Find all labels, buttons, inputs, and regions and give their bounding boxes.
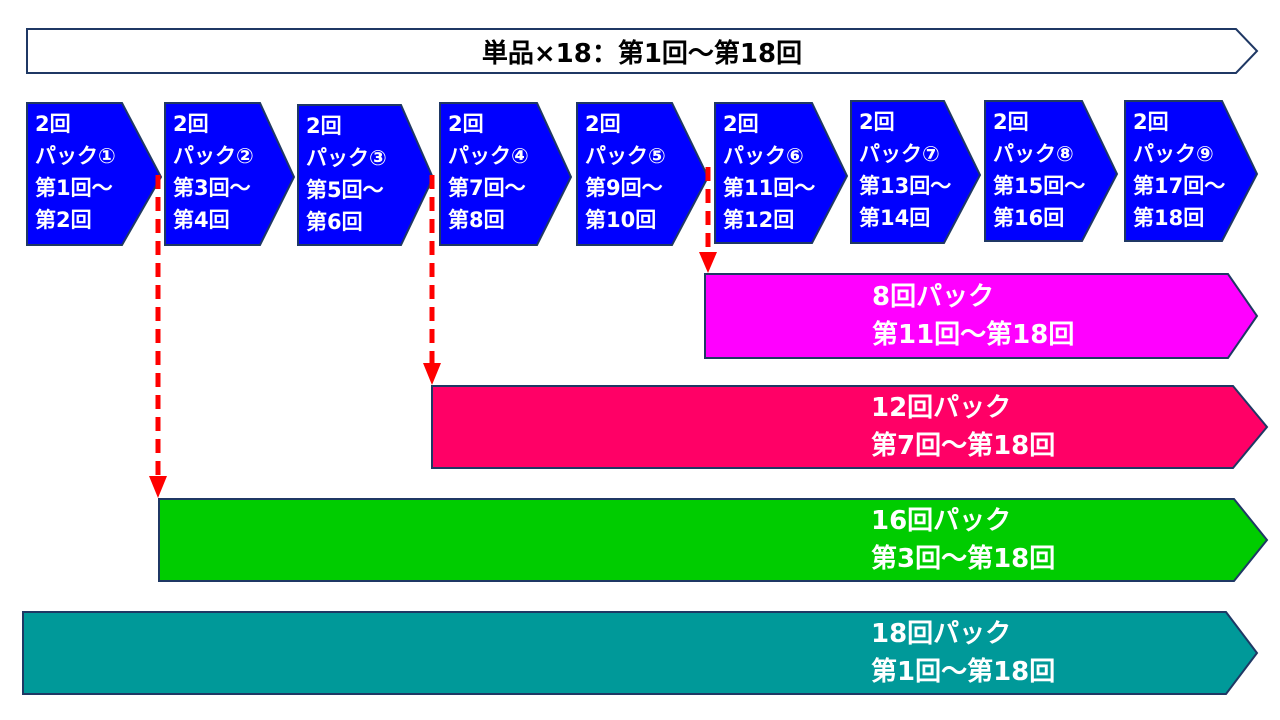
banner-title: 単品×18：第1回〜第18回 <box>481 38 803 69</box>
pack-16-label: 16回パック第3回〜第18回 <box>871 506 1056 574</box>
pack-8-label: 8回パック第11回〜第18回 <box>872 282 1075 350</box>
pack-12: 12回パック第7回〜第18回 <box>431 385 1269 469</box>
single-item-banner: 単品×18：第1回〜第18回 <box>26 28 1259 74</box>
pack-18: 18回パック第1回〜第18回 <box>22 611 1259 695</box>
pack-18-label: 18回パック第1回〜第18回 <box>871 619 1056 687</box>
pack-16: 16回パック第3回〜第18回 <box>158 498 1269 582</box>
pack-12-label: 12回パック第7回〜第18回 <box>871 393 1056 461</box>
pack-8: 8回パック第11回〜第18回 <box>704 273 1259 359</box>
